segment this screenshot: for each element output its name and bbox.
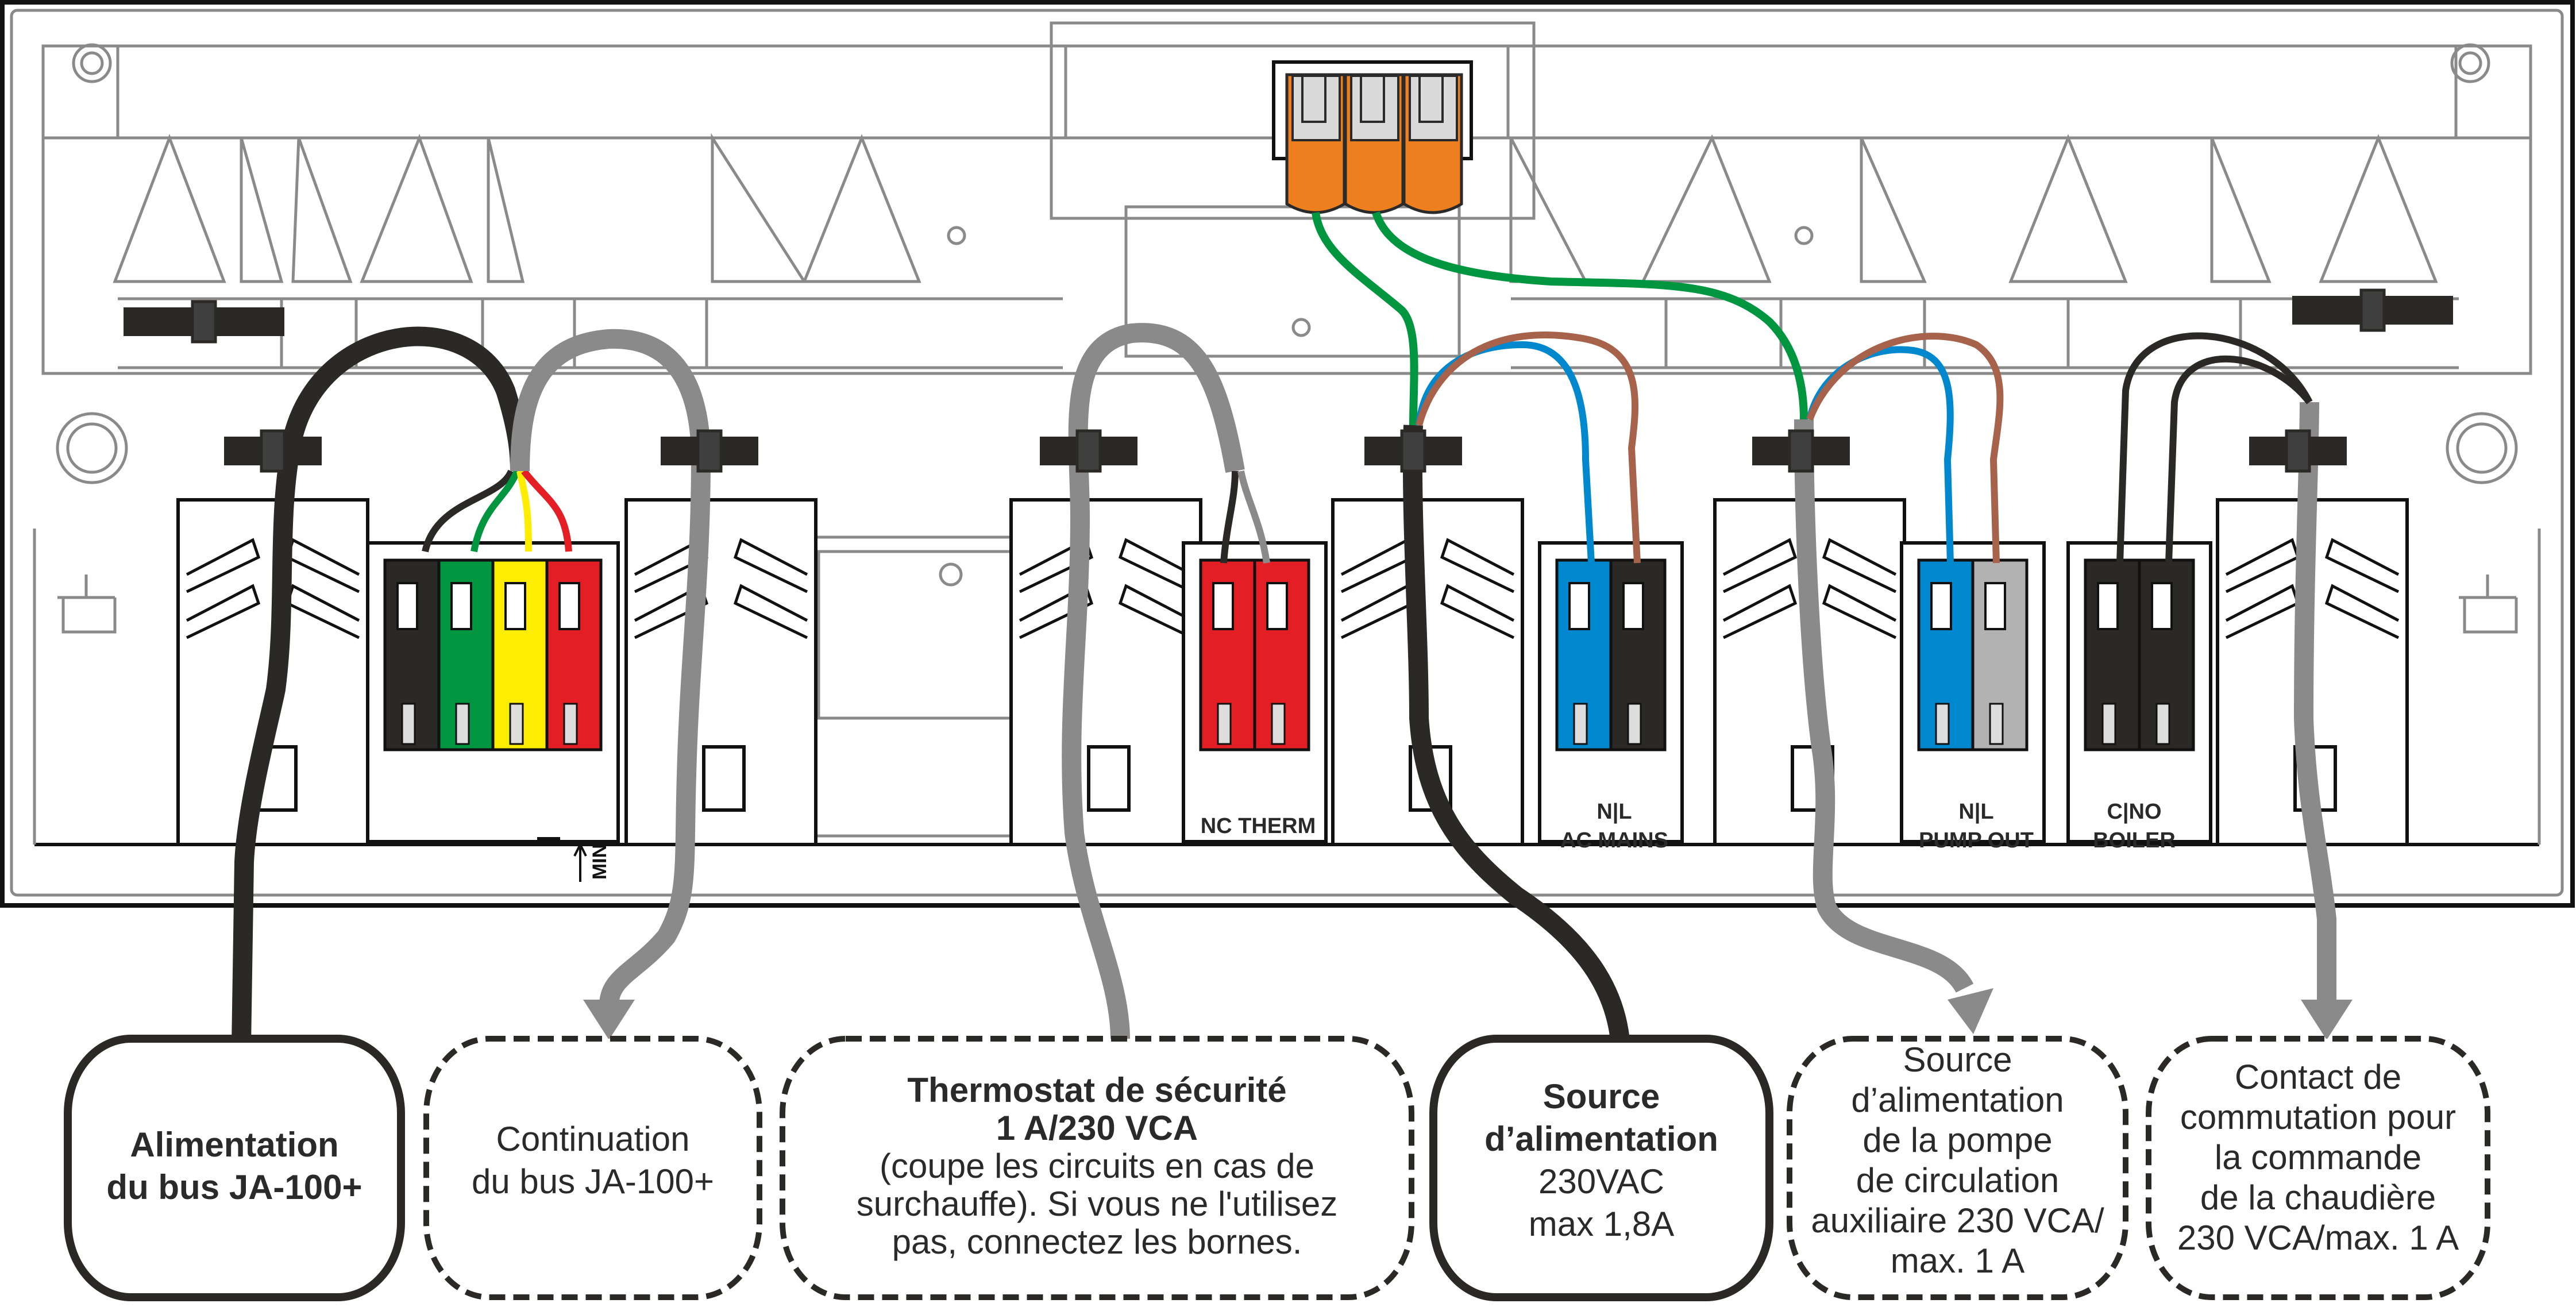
mains-wire-brown (1416, 331, 1641, 564)
callout-line: 1 A/230 VCA (996, 1109, 1198, 1147)
bus-continuation-arrow (583, 1000, 635, 1040)
callout-power-source: Source d’alimentation 230VAC max 1,8A (1429, 1035, 1773, 1301)
wago-lever-3 (1402, 73, 1463, 214)
terminal-boiler (2066, 541, 2212, 843)
boiler-contact-arrow (2301, 1000, 2353, 1040)
callout-line: Source (1903, 1040, 2012, 1079)
mounting-hole-right (2446, 412, 2518, 484)
strain-relief-2 (1009, 498, 1202, 846)
center-screw-marks (939, 226, 1814, 587)
min-label: MIN (589, 844, 611, 880)
callout-bus-continuation: Continuation du bus JA-100+ (423, 1036, 762, 1300)
callout-line: la commande (2215, 1138, 2421, 1177)
cable-tie-3 (1040, 429, 1137, 473)
callouts: Alimentation du bus JA-100+ Continuation du… (64, 1035, 2490, 1301)
green-wire-ac (1312, 211, 1418, 426)
callout-line: Thermostat de sécurité (907, 1071, 1286, 1109)
boiler-wire-no (2165, 356, 2312, 564)
label-boiler-pins: C|NO (2107, 800, 2161, 824)
callout-line: Alimentation (130, 1125, 338, 1164)
wago-lever-1 (1285, 73, 1346, 214)
bus-wire-yellow (516, 470, 532, 552)
min-marker: MIN (537, 837, 611, 882)
cable-tie-2 (661, 429, 758, 473)
terminal-pump-out (1900, 541, 2046, 843)
label-ac-mains: AC MAINS (1560, 828, 1668, 853)
pump-power-arrow (1948, 988, 1993, 1034)
bus-continuation-cable (510, 329, 711, 1007)
callout-bus-power: Alimentation du bus JA-100+ (64, 1035, 405, 1301)
mounting-hole-left (56, 412, 128, 484)
cable-tie-4 (1364, 429, 1462, 473)
wago-lever-2 (1344, 73, 1405, 214)
green-wire-pump (1372, 211, 1808, 420)
callout-line: de circulation (1856, 1161, 2060, 1200)
cable-tie-7 (2292, 288, 2453, 332)
callout-line: 230VAC (1538, 1162, 1664, 1201)
pump-wire-brown (1806, 333, 2004, 564)
callout-line: d’alimentation (1851, 1081, 2064, 1119)
label-pump-out-pins: N|L (1958, 800, 1993, 824)
callout-line: surchauffe). Si vous ne l'utilisez (857, 1185, 1337, 1223)
terminal-blocks (366, 541, 2212, 843)
bus-wire-black (422, 469, 515, 553)
label-pump-out: PUMP OUT (1919, 828, 2034, 853)
mains-power-cable (1402, 425, 1630, 1042)
terminal-bus (366, 541, 620, 843)
mounting-hole-top-left (72, 43, 112, 83)
callout-line: commutation pour (2180, 1098, 2456, 1136)
thermostat-loop-cable (1062, 323, 1245, 1040)
strain-relief-1 (624, 498, 817, 846)
therm-wire-grey (1237, 470, 1270, 564)
cable-tie-6 (2249, 429, 2347, 473)
cable-tie-1 (224, 429, 322, 473)
callout-line: de la chaudière (2200, 1178, 2436, 1217)
orange-wago-connector (1272, 60, 1473, 214)
callout-line: du bus JA-100+ (472, 1162, 714, 1201)
bus-wire-red (521, 469, 572, 552)
callout-line: max 1,8A (1529, 1205, 1674, 1243)
label-boiler: BOILER (2093, 828, 2176, 853)
therm-wire-black (1220, 471, 1239, 564)
cable-ties (124, 288, 2453, 473)
callout-line: Source (1543, 1077, 1660, 1116)
label-ac-mains-pins: N|L (1596, 800, 1632, 824)
bus-wire-green (471, 469, 520, 553)
callout-line: Contact de (2235, 1058, 2401, 1096)
boiler-wire-c (2116, 332, 2313, 564)
callout-line: auxiliaire 230 VCA/ (1811, 1201, 2104, 1240)
pump-power-cable (1794, 419, 1974, 993)
mounting-hole-top-right (2450, 43, 2490, 83)
rib-pattern-left (113, 133, 1063, 369)
cable-tie-0 (124, 300, 284, 344)
callout-line: du bus JA-100+ (106, 1168, 362, 1206)
callout-line: de la pompe (1862, 1121, 2052, 1159)
terminal-nc-therm (1182, 541, 1328, 843)
callout-line: d’alimentation (1484, 1120, 1718, 1158)
label-nc-therm: NC THERM (1201, 814, 1316, 838)
callout-line: Continuation (496, 1120, 690, 1158)
callout-line: max. 1 A (1891, 1242, 2024, 1280)
wires (232, 211, 2353, 1046)
mains-wire-blue (1416, 341, 1595, 564)
callout-line: 230 VCA/max. 1 A (2177, 1219, 2459, 1257)
terminal-ac-mains (1538, 541, 1684, 843)
cable-tie-5 (1752, 429, 1850, 473)
callout-line: pas, connectez les bornes. (892, 1223, 1302, 1261)
callout-line: (coupe les circuits en cas de (880, 1147, 1314, 1185)
terminal-labels: NC THERM N|L AC MAINS N|L PUMP OUT C|NO … (537, 800, 2176, 882)
